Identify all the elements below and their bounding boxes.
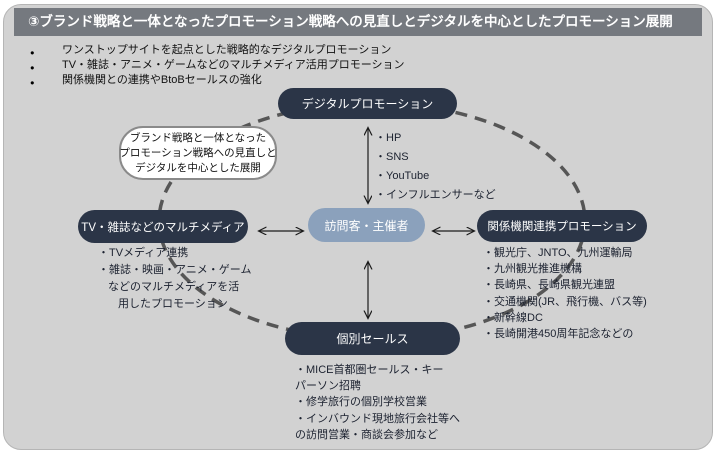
summary-bullet: TV・雑誌・アニメ・ゲームなどのマルチメディア活用プロモーション [28,58,405,75]
detail-line: ・修学旅行の個別学校営業 [295,396,427,409]
detail-line: ・SNS [375,151,409,163]
callout-line: ブランド戦略と一体となった [129,131,267,144]
detail-line: ・新幹線DC [483,311,543,324]
summary-bullet-list: ワンストップサイトを起点とした戦略的なデジタルプロモーションTV・雑誌・アニメ・… [28,43,405,91]
detail-line: ・交通機関(JR、飛行機、バス等) [483,295,647,308]
node-label: 関係機関連携プロモーション [487,221,637,233]
slide-title-bar: ③ブランド戦略と一体となったプロモーション戦略への見直しとデジタルを中心としたプ… [14,8,702,36]
detail-line: ・九州観光推進機構 [483,263,582,276]
node-label: TV・雑誌などのマルチメディア [81,221,245,234]
detail-line: 用したプロモーション [118,298,228,310]
detail-line: ・インフルエンサーなど [375,189,496,201]
strategy-callout-bubble: ブランド戦略と一体となったプロモーション戦略への見直しとデジタルを中心とした展開 [119,126,277,180]
node-individual-sales: 個別セールス [285,322,460,355]
detail-line: ・インバウンド現地旅行会社等へ [295,412,460,425]
multimedia-detail-list: ・TVメディア連携・雑誌・映画・アニメ・ゲームなどのマルチメディアを活用したプロ… [98,245,251,313]
detail-line: ・YouTube [375,170,430,182]
detail-line: ・TVメディア連携 [98,247,189,259]
detail-line: パーソン招聘 [295,380,361,393]
detail-line: の訪問営業・商談会参加など [295,428,438,441]
detail-line: ・HP [375,132,402,144]
node-tv-multimedia: TV・雑誌などのマルチメディア [78,210,248,243]
node-digital-promotion: デジタルプロモーション [278,88,457,119]
callout-line: デジタルを中心とした展開 [135,161,261,174]
node-label: デジタルプロモーション [301,97,434,111]
partner-organizations-list: ・観光庁、JNTO、九州運輸局・九州観光推進機構・長崎県、長崎県観光連盟・交通機… [483,245,647,342]
detail-line: ・長崎開港450周年記念などの [483,328,634,341]
callout-line: プロモーション戦略への見直しと [119,146,277,159]
node-label: 個別セールス [336,332,409,346]
detail-line: ・MICE首都圏セールス・キー [295,364,444,376]
node-partner-promotion: 関係機関連携プロモーション [477,210,647,242]
node-label: 訪問客・主催者 [324,218,409,233]
summary-bullet: 関係機関との連携やBtoBセールスの強化 [28,73,405,90]
slide-title: ③ブランド戦略と一体となったプロモーション戦略への見直しとデジタルを中心としたプ… [28,14,673,29]
detail-line: ・長崎県、長崎県観光連盟 [483,279,615,292]
individual-sales-list: ・MICE首都圏セールス・キーパーソン招聘・修学旅行の個別学校営業・インバウンド… [295,362,460,443]
summary-bullet: ワンストップサイトを起点とした戦略的なデジタルプロモーション [28,43,405,60]
digital-channels-list: ・HP ・SNS ・YouTube ・インフルエンサーなど [375,129,496,205]
node-visitors-organizers: 訪問客・主催者 [308,208,425,242]
detail-line: ・観光庁、JNTO、九州運輸局 [483,247,633,259]
detail-line: などのマルチメディアを活 [108,281,240,293]
detail-line: ・雑誌・映画・アニメ・ゲーム [98,264,252,276]
